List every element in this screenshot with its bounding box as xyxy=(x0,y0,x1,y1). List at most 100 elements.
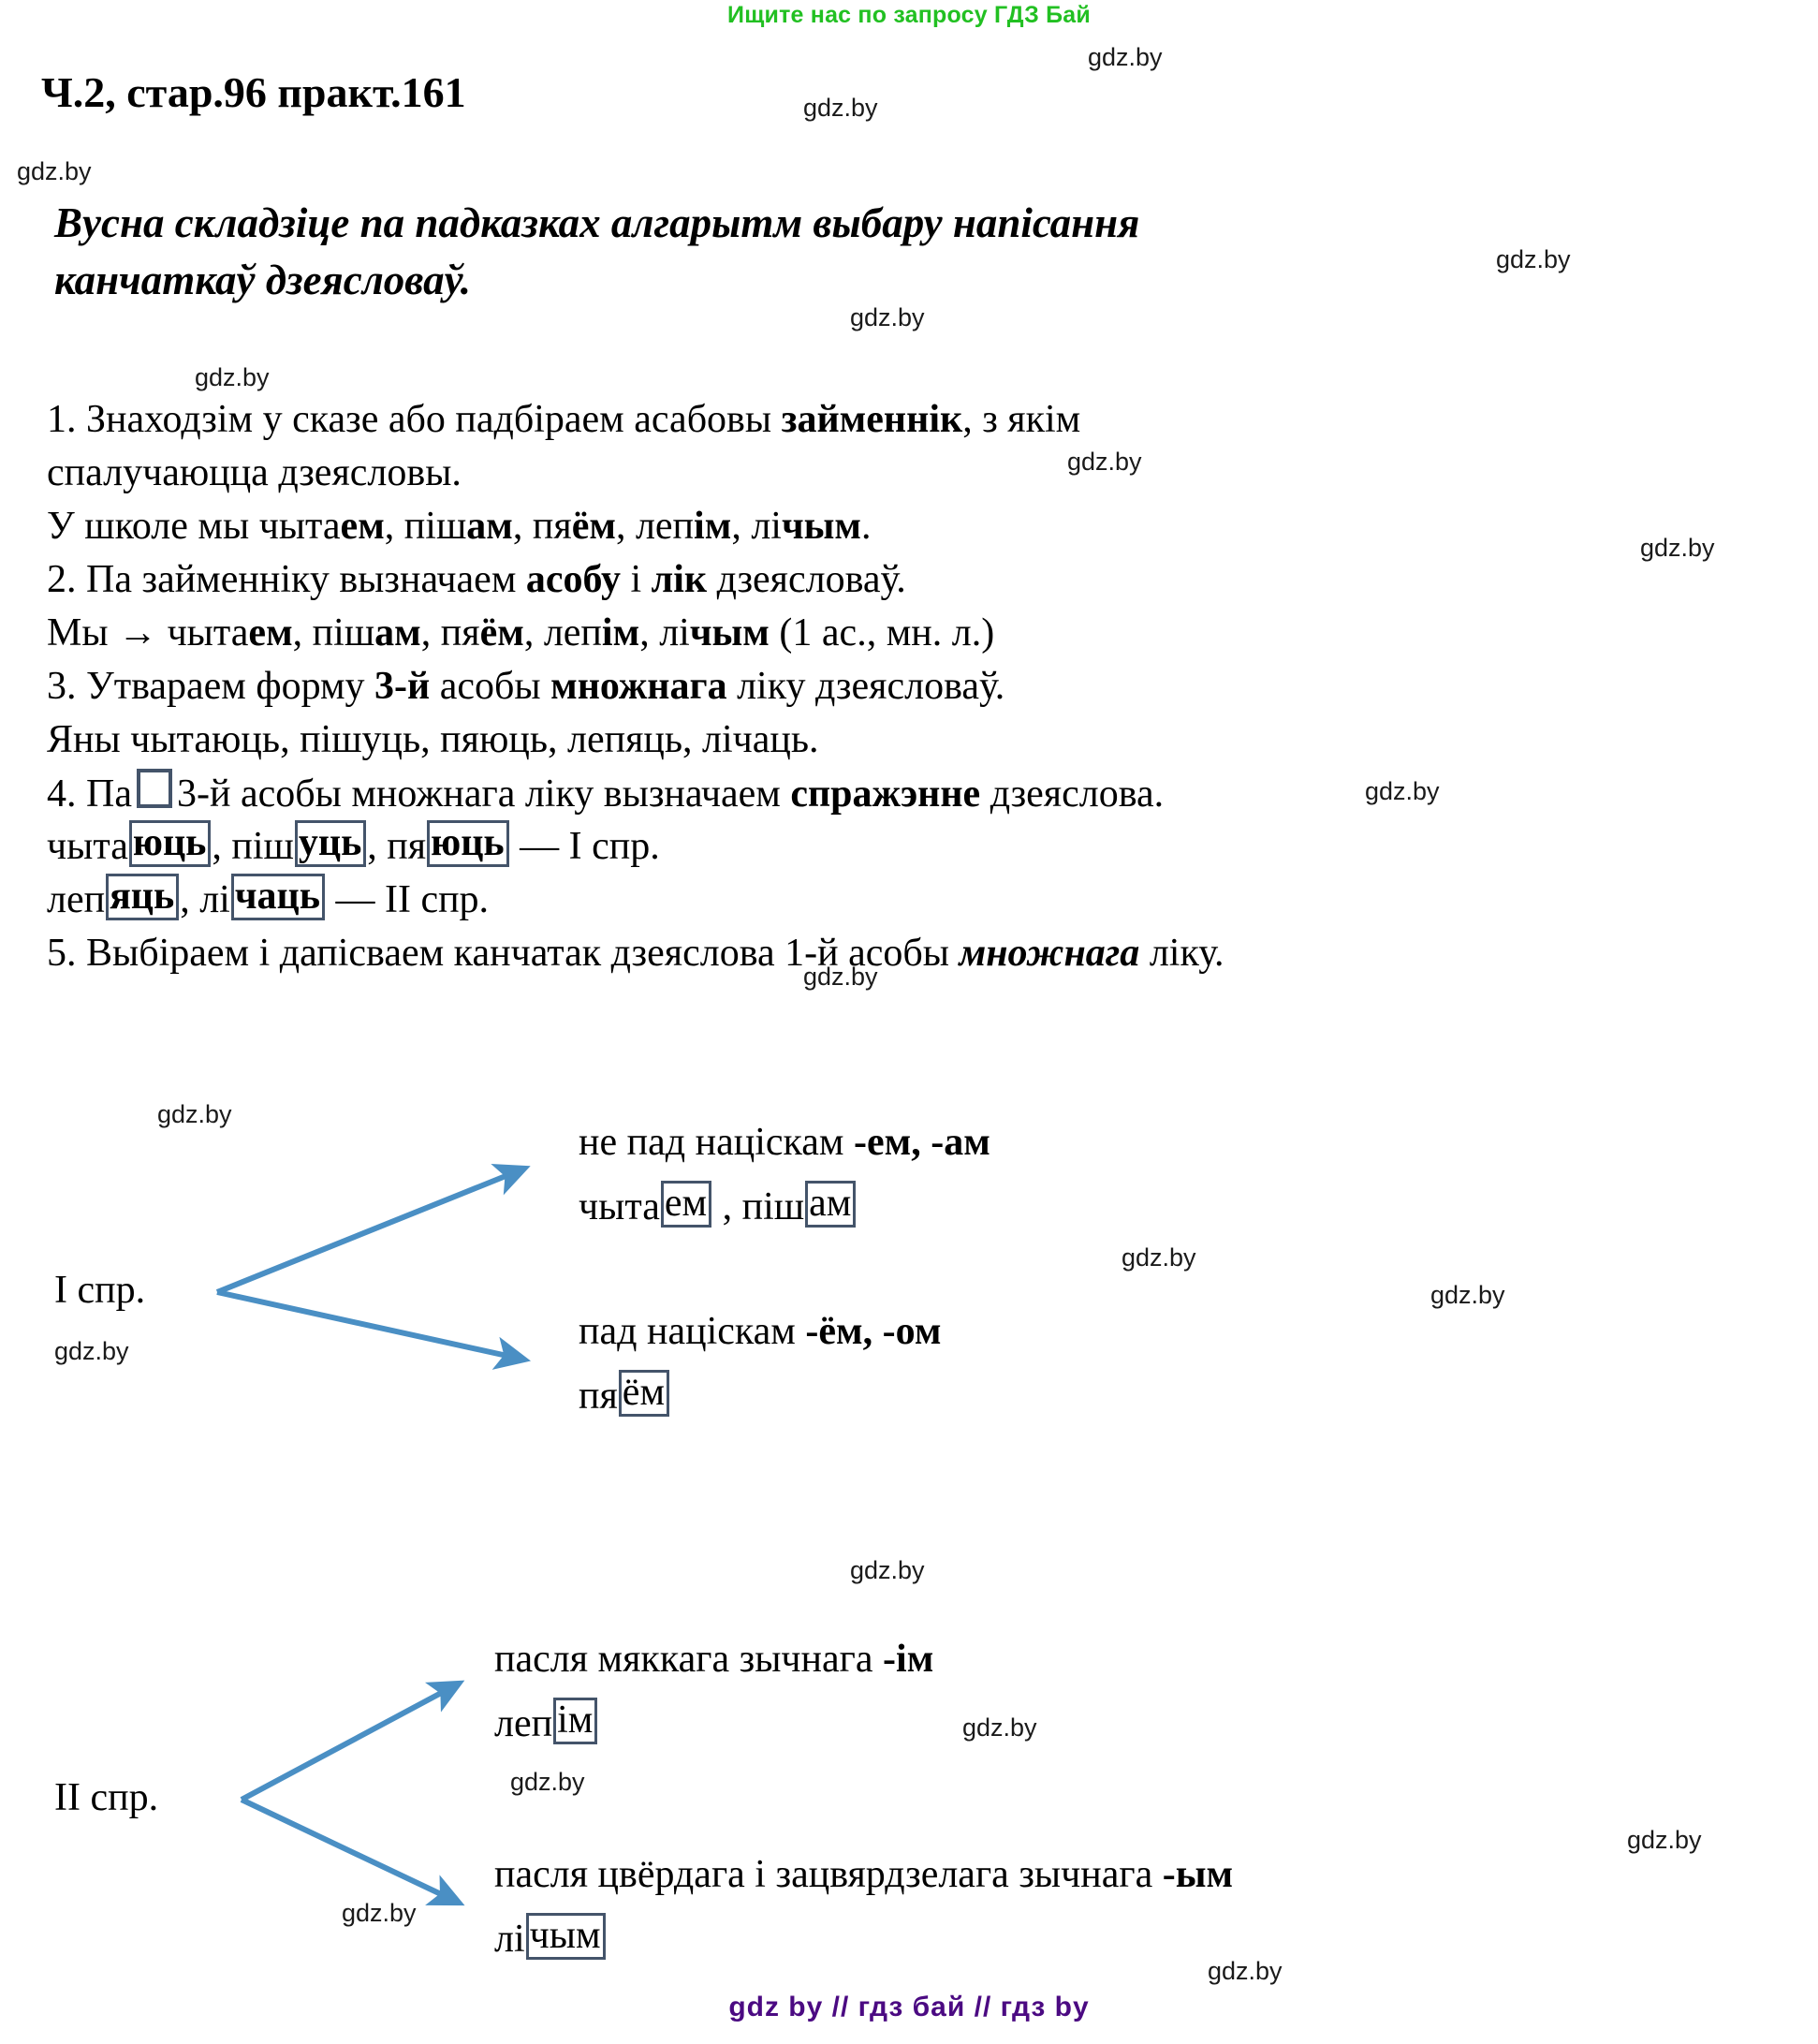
example-text: , леп xyxy=(523,611,602,654)
step-2-suffix: дзеясловаў. xyxy=(707,558,906,601)
step-3-line-1: 3. Утвараем форму 3-й асобы множнага лік… xyxy=(47,660,1732,713)
arrow-to-unstressed xyxy=(215,1163,531,1295)
boxed-ending-em: ем xyxy=(660,1180,712,1228)
ending-im: ім xyxy=(601,611,640,654)
example-text: , піш xyxy=(292,611,375,654)
arrow-to-hard-consonant xyxy=(240,1797,465,1906)
step-4-line-1: 4. Па 3-й асобы множнага ліку вызначаем с… xyxy=(47,767,1732,820)
promo-banner: Ищите нас по запросу ГДЗ Бай xyxy=(727,2,1091,28)
step-5-line-1: 5. Выбіраем і дапісваем канчатак дзеясло… xyxy=(47,927,1732,980)
rule-endings: -ым xyxy=(1162,1853,1234,1896)
step-1-suffix: , з якім xyxy=(962,398,1081,441)
step-4-keyword-conjugation: спражэнне xyxy=(790,772,981,816)
branch-soft-rule: пасля мяккага зычнага -ім xyxy=(494,1631,933,1688)
example-text: , пя xyxy=(512,505,572,548)
example-text: , піш xyxy=(384,505,467,548)
example-text: Мы → чыта xyxy=(47,611,249,654)
label-second-conjugation: II спр. xyxy=(54,1776,159,1819)
boxed-ending-yac: яць xyxy=(106,874,180,920)
step-1-line-2: спалучаюцца дзеясловы. xyxy=(47,451,462,494)
step-4-prefix: 4. Па xyxy=(47,772,132,816)
watermark-5: gdz.by xyxy=(195,363,270,391)
example-text: , лі xyxy=(639,611,690,654)
example-text: . xyxy=(861,505,872,548)
example-text: , піш xyxy=(212,825,294,868)
arrow-to-stressed xyxy=(216,1289,532,1370)
step-3-prefix: 3. Утвараем форму xyxy=(47,665,375,708)
task-statement-line1: Вусна складзіце па падказках алгарытм вы… xyxy=(54,199,1140,246)
example-text: леп xyxy=(494,1701,553,1745)
boxed-ending-uc: уць xyxy=(294,820,367,867)
step-4-suffix: дзеяслова. xyxy=(980,772,1165,816)
step-3-mid: асобы xyxy=(430,665,551,708)
example-text: чыта xyxy=(579,1184,660,1228)
page-title: Ч.2, стар.96 практ.161 xyxy=(41,68,466,116)
step-2-mid: і xyxy=(620,558,652,601)
arrow-to-soft-consonant xyxy=(240,1680,465,1802)
branch-hard-consonant: пасля цвёрдага і зацвярдзелага зычнага -… xyxy=(494,1846,1233,1968)
rule-text: пасля мяккага зычнага xyxy=(494,1638,884,1681)
branch-stressed-rule: пад націскам -ём, -ом xyxy=(579,1303,941,1360)
ending-em: ем xyxy=(340,505,385,548)
rule-text: пасля цвёрдага і зацвярдзелага зычнага xyxy=(494,1853,1163,1896)
boxed-ending-yuc-2: юць xyxy=(427,820,509,867)
rule-endings: -ем, -ам xyxy=(854,1121,990,1164)
example-text: , лі xyxy=(180,878,230,921)
step-4-mid: 3-й асобы множнага ліку вызначаем xyxy=(176,772,791,816)
step-1-prefix: 1. Знаходзім у сказе або падбіраем асабо… xyxy=(47,398,782,441)
example-text: У школе мы чыта xyxy=(47,505,341,548)
site-footer: gdz by // гдз бай // гдз by xyxy=(728,1992,1090,2022)
step-1-keyword: займеннік xyxy=(781,398,963,441)
rule-text: не пад націскам xyxy=(579,1121,854,1164)
example-text: , леп xyxy=(615,505,695,548)
rule-endings: -ім xyxy=(883,1638,934,1681)
diagram-second-arrows xyxy=(240,1680,465,1906)
step-2-line-1: 2. Па займенніку вызначаем асобу і лік д… xyxy=(47,553,1732,607)
ending-yom: ём xyxy=(571,505,616,548)
rule-text: пад націскам xyxy=(579,1310,806,1353)
branch-hard-rule: пасля цвёрдага і зацвярдзелага зычнага -… xyxy=(494,1846,1233,1904)
ending-am: ам xyxy=(466,505,513,548)
example-text: (1 ас., мн. л.) xyxy=(769,611,995,654)
ending-em: ем xyxy=(248,611,293,654)
boxed-ending-am: ам xyxy=(805,1180,857,1228)
rule-endings: -ём, -ом xyxy=(805,1310,942,1353)
step-3-example: Яны чытаюць, пішуць, пяюць, лепяць, ліча… xyxy=(47,718,819,761)
boxed-ending-ym: чым xyxy=(525,1912,606,1960)
label-first-conjugation: I спр. xyxy=(54,1269,146,1312)
diagram-first-arrows xyxy=(215,1163,532,1370)
watermark-2: gdz.by xyxy=(17,157,92,185)
step-2-example: Мы → чытаем, пішам, пяём, лепім, лічым (… xyxy=(47,607,1732,660)
step-3-suffix: ліку дзеясловаў. xyxy=(726,665,1005,708)
example-text: , лі xyxy=(731,505,782,548)
step-3-keyword-plural: множнага xyxy=(550,665,727,708)
example-text: — I спр. xyxy=(509,825,660,868)
boxed-ending-chac: чаць xyxy=(230,874,325,920)
ending-im: ім xyxy=(694,505,732,548)
boxed-ending-yom: ём xyxy=(618,1369,670,1417)
example-text: , піш xyxy=(712,1184,805,1228)
example-text: лі xyxy=(494,1917,525,1961)
ending-am: ам xyxy=(374,611,421,654)
watermark-1: gdz.by xyxy=(803,94,878,122)
example-text: пя xyxy=(579,1374,618,1418)
example-text: леп xyxy=(47,878,106,921)
ending-yom: ём xyxy=(479,611,524,654)
boxed-ending-yuc: юць xyxy=(128,820,212,867)
step-5-suffix: ліку. xyxy=(1139,932,1224,975)
branch-unstressed-rule: не пад націскам -ем, -ам xyxy=(579,1114,990,1171)
algorithm-steps: 1. Знаходзім у сказе або падбіраем асабо… xyxy=(47,393,1732,980)
step-1-line-1: 1. Знаходзім у сказе або падбіраем асабо… xyxy=(47,393,1732,447)
step-2-prefix: 2. Па займенніку вызначаем xyxy=(47,558,526,601)
